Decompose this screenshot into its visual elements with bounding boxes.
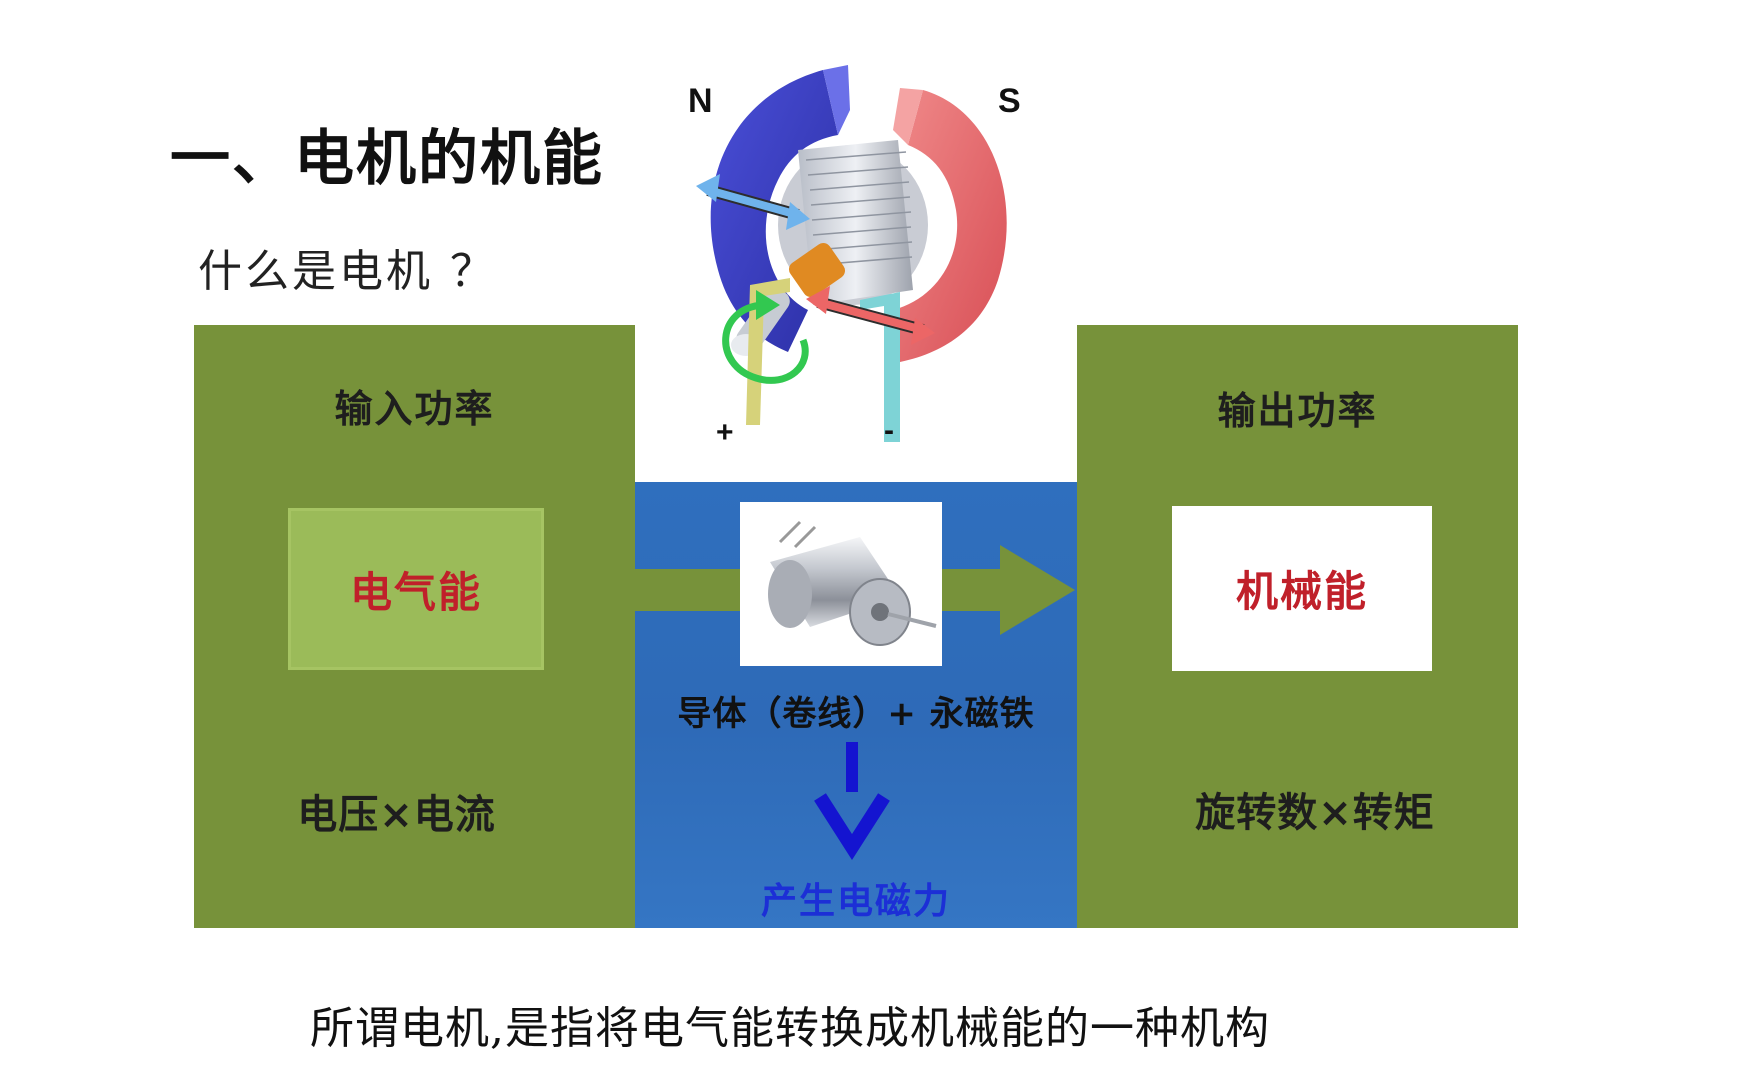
motor-diagram: N S + - — [638, 40, 1074, 482]
mechanical-energy-label: 机械能 — [1235, 567, 1368, 616]
electromagnetic-force-text: 产生电磁力 — [760, 881, 951, 922]
page-title: 一、电机的机能 — [170, 124, 604, 194]
force-arrow-red — [806, 286, 935, 345]
electric-energy-box: 电气能 — [288, 508, 544, 670]
input-power-title: 输入功率 — [334, 387, 495, 431]
minus-label: - — [884, 414, 894, 447]
electric-energy-label: 电气能 — [349, 567, 482, 617]
definition-caption: 所谓电机,是指将电气能转换成机械能的一种机构 — [310, 1003, 1270, 1054]
components-text: 导体（卷线）+ 永磁铁 — [677, 694, 1035, 734]
plus-label: + — [716, 416, 734, 449]
south-label: S — [998, 82, 1021, 120]
north-magnet — [710, 70, 838, 352]
negative-brush — [860, 292, 900, 442]
south-magnet — [893, 90, 1007, 362]
output-formula: 旋转数×转矩 — [1195, 790, 1435, 836]
mechanical-energy-box: 机械能 — [1172, 506, 1432, 671]
down-arrow-icon — [814, 742, 890, 860]
output-power-title: 输出功率 — [1217, 389, 1378, 433]
input-formula: 电压×电流 — [297, 792, 496, 838]
force-arrow-blue — [696, 174, 810, 230]
north-label: N — [688, 82, 713, 120]
page-subtitle: 什么是电机 ？ — [198, 246, 497, 297]
motor-photo — [740, 502, 942, 666]
